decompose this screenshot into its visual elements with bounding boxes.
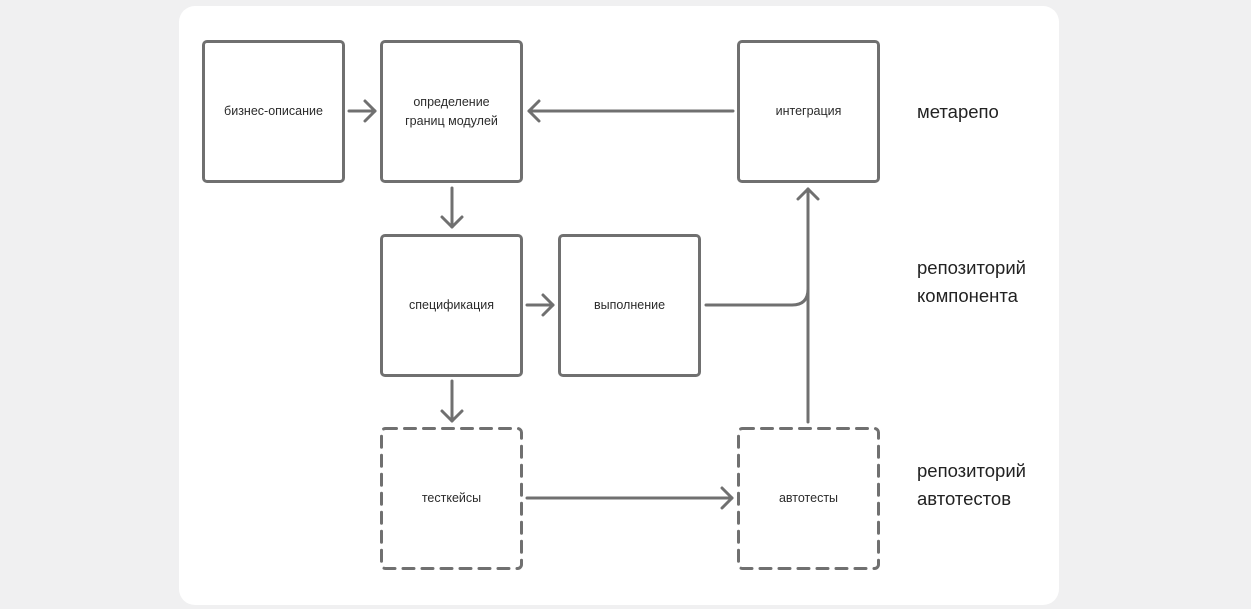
node-module-boundaries: определение границ модулей (380, 40, 523, 183)
node-business-description: бизнес-описание (202, 40, 345, 183)
node-testcases-label: тесткейсы (421, 491, 482, 505)
arrow-spec-to-execution (525, 293, 555, 317)
connector-execution-to-integration (704, 287, 810, 307)
node-integration-label: интеграция (775, 104, 842, 118)
node-specification: спецификация (380, 234, 523, 377)
node-autotests-label: автотесты (778, 491, 839, 505)
arrow-testcases-to-autotests (525, 486, 734, 510)
layer-label-autotests-repo: репозиторий автотестов (917, 460, 1027, 509)
node-business-description-label: бизнес-описание (224, 104, 323, 118)
node-module-boundaries-label: определение границ модулей (405, 94, 498, 128)
node-specification-label: спецификация (409, 298, 494, 312)
layer-label-metarepo: метарепо (917, 101, 999, 122)
node-execution-label: выполнение (593, 298, 666, 312)
diagram-card (179, 6, 1059, 605)
node-testcases: тесткейсы (380, 427, 523, 570)
node-execution: выполнение (558, 234, 701, 377)
node-autotests: автотесты (737, 427, 880, 570)
arrow-spec-to-testcases (440, 379, 464, 423)
node-integration: интеграция (737, 40, 880, 183)
arrow-business-to-modules (347, 99, 377, 123)
arrow-autotests-to-integration (796, 187, 820, 424)
arrow-modules-to-spec (440, 186, 464, 229)
arrow-integration-to-modules (527, 99, 735, 123)
layer-label-component-repo: репозиторий компонента (917, 257, 1027, 306)
testcases-dashed-border (380, 427, 523, 570)
autotests-dashed-border (737, 427, 880, 570)
